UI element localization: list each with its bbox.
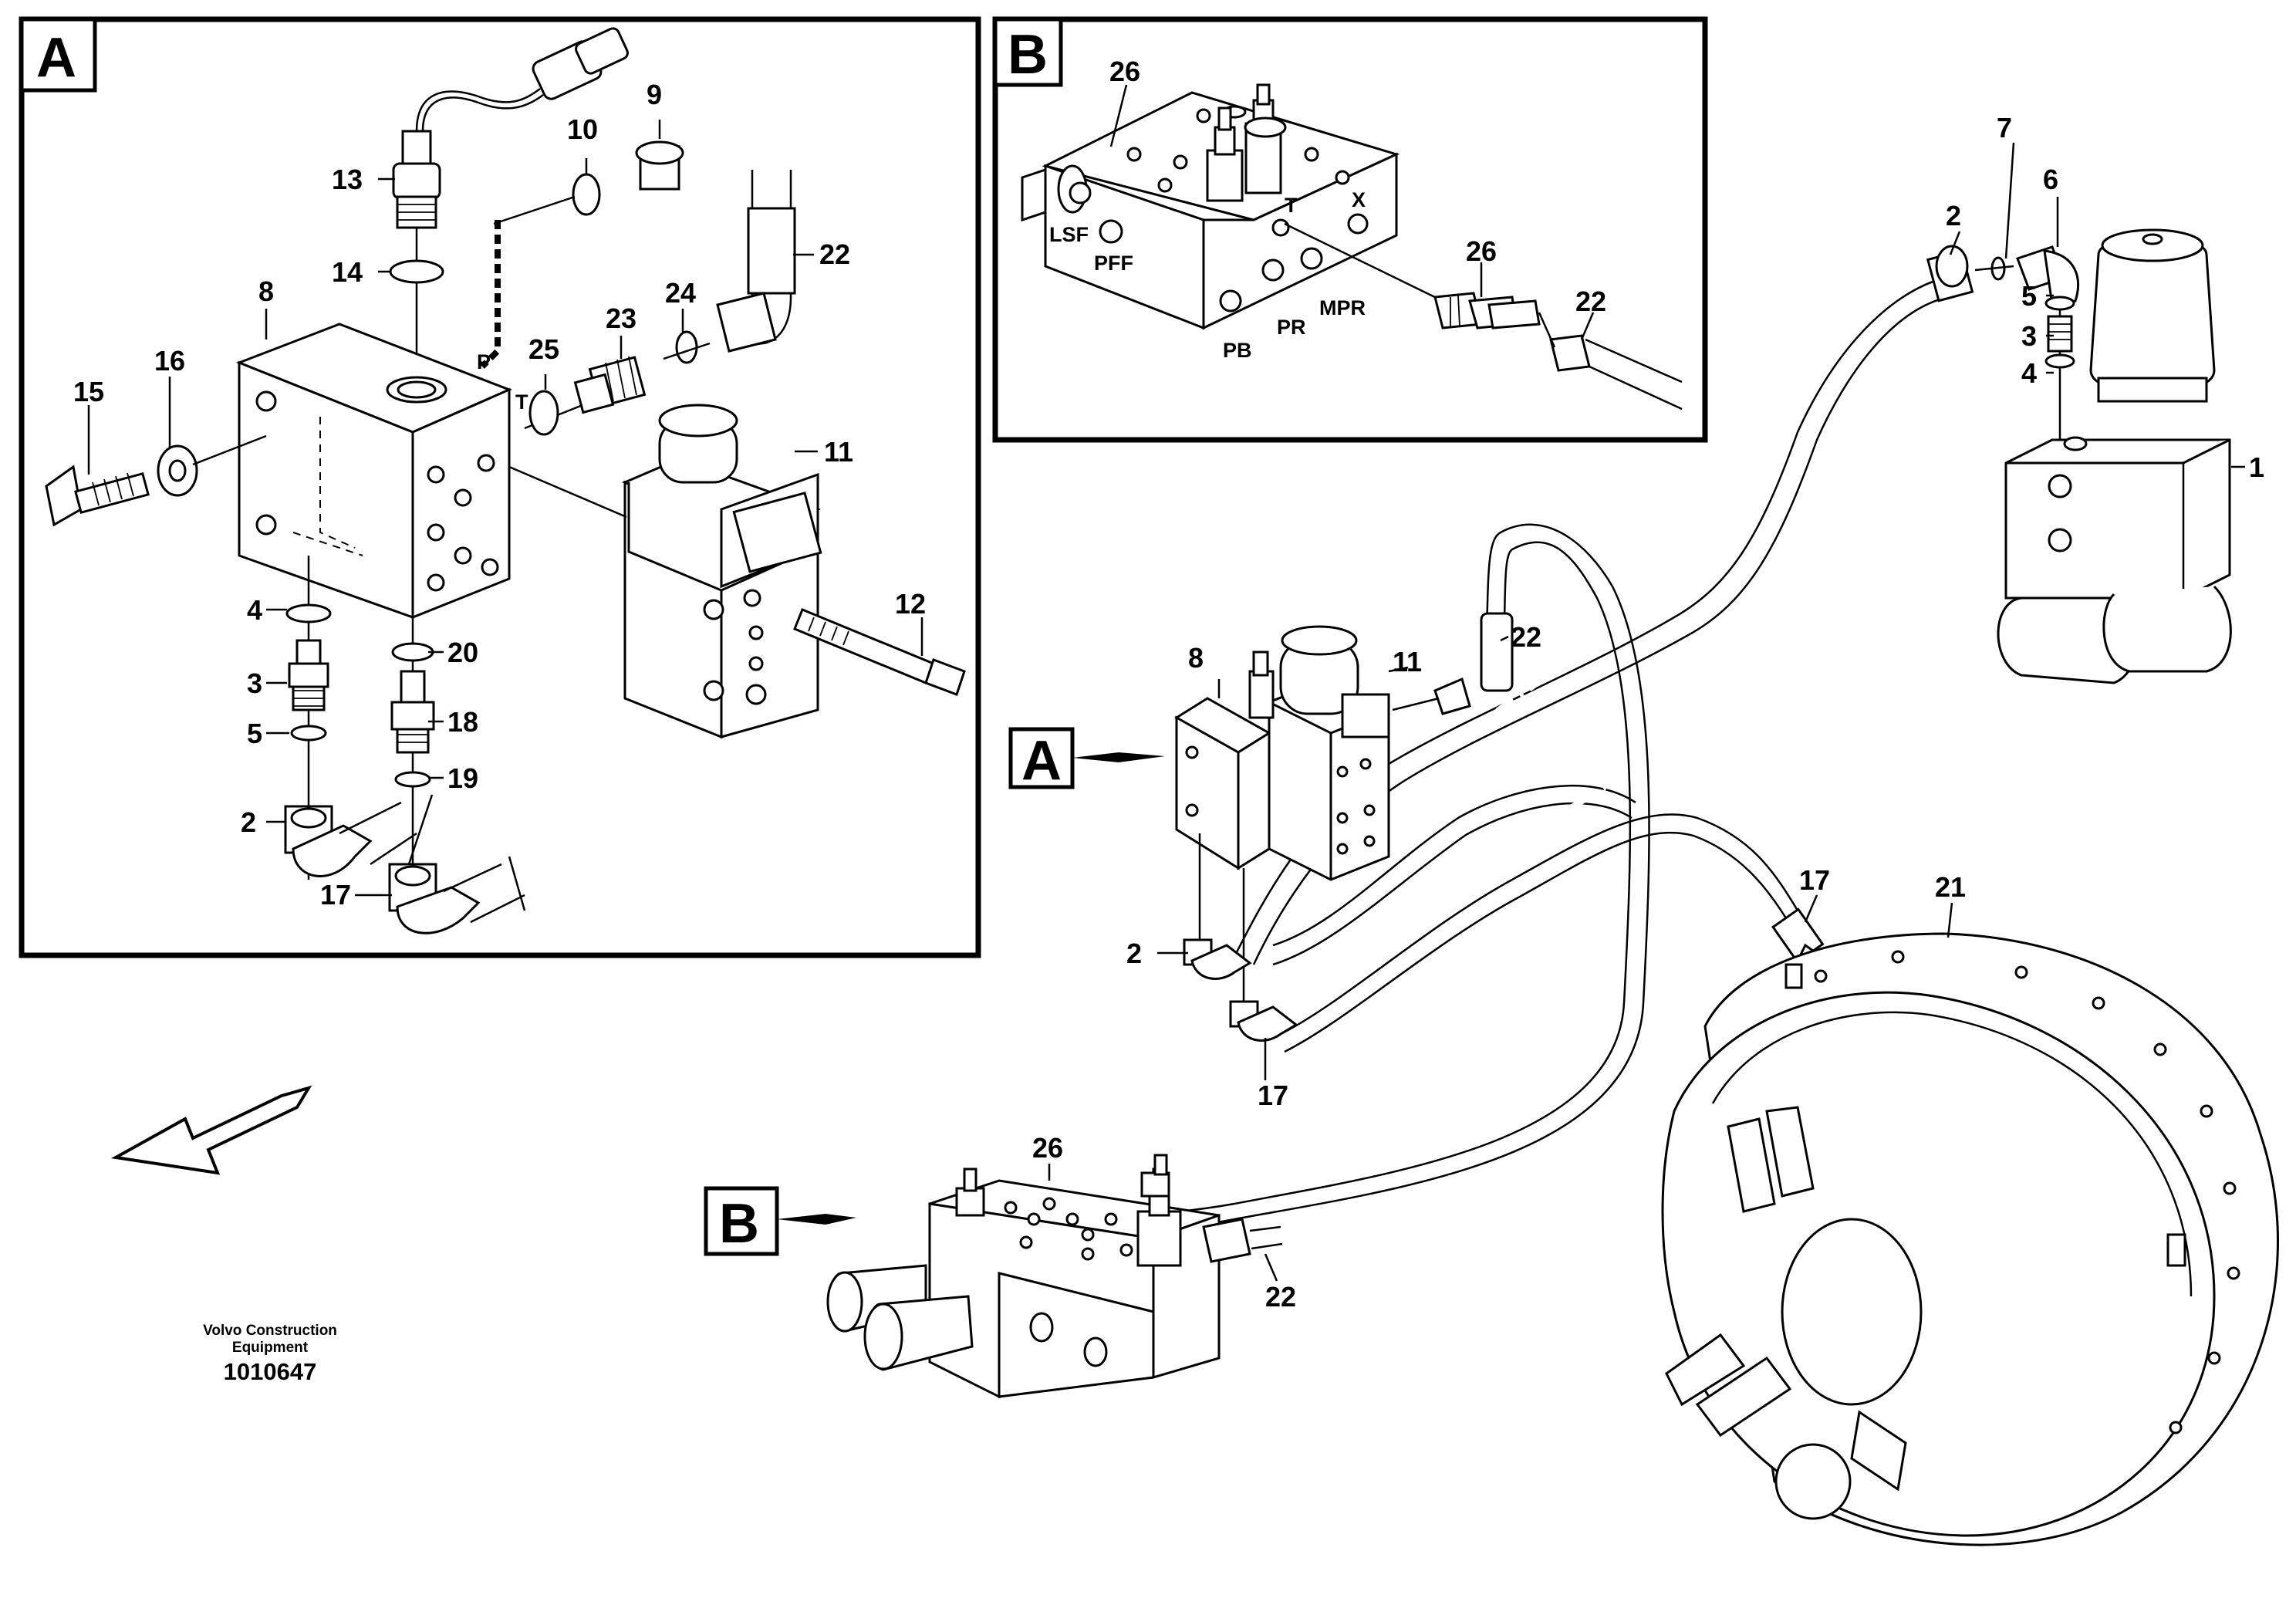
inset-a: A: [19, 16, 981, 958]
tee-fitting-26: [1433, 292, 1541, 329]
label-b-26: 26: [1109, 56, 1140, 87]
label-m-6: 6: [2043, 164, 2058, 195]
label-12: 12: [895, 588, 926, 620]
port-t: T: [515, 390, 528, 414]
accumulator-1: [1997, 228, 2232, 684]
company-line-1: Volvo Construction: [203, 1323, 337, 1339]
label-24: 24: [665, 277, 696, 309]
label-m-2b: 2: [1126, 938, 1142, 969]
marker-b: B: [704, 1186, 856, 1256]
marker-a-letter: A: [1021, 730, 1062, 792]
label-15: 15: [73, 376, 104, 407]
label-m-7: 7: [1997, 112, 2012, 144]
fitting-22-at-11: [1433, 677, 1471, 715]
label-20: 20: [447, 637, 478, 668]
main-assembly: A B 7 6 2 5 3 4 1 22 8 11 2 17 17 21 26 …: [110, 112, 2279, 1546]
inset-a-badge: [19, 17, 97, 93]
valve-block-8: [235, 323, 512, 620]
solenoid-11: [621, 404, 822, 739]
brake-unit-21: [1661, 932, 2279, 1546]
label-m-22: 22: [1511, 621, 1541, 653]
screw-12: [793, 608, 966, 696]
label-5: 5: [247, 718, 262, 749]
label-b-22: 22: [1575, 286, 1606, 317]
inset-a-letter: A: [36, 27, 76, 89]
company-line-2: Equipment: [232, 1340, 309, 1356]
sensor-plug: [415, 27, 629, 132]
hose-22-main: [1002, 523, 1650, 1236]
port-p: P: [477, 350, 491, 373]
port-t-b: T: [1285, 194, 1298, 217]
direction-arrow-icon: [110, 1085, 312, 1175]
port-pff: PFF: [1094, 252, 1133, 275]
drawing-footer: Volvo Construction Equipment 1010647: [203, 1323, 337, 1385]
label-m-26: 26: [1032, 1132, 1063, 1164]
label-17: 17: [320, 879, 351, 911]
label-3: 3: [247, 667, 262, 699]
o-ring-10: [572, 173, 601, 216]
label-m-1: 1: [2249, 451, 2264, 483]
inset-b-letter: B: [1008, 24, 1048, 86]
fitting-23: [573, 356, 647, 414]
o-ring-24: [675, 330, 698, 364]
inset-b-badge: [993, 17, 1063, 87]
port-lsf: LSF: [1049, 223, 1089, 246]
inset-a-frame: [19, 16, 981, 958]
label-m-3: 3: [2021, 320, 2037, 352]
fitting-3: [288, 639, 329, 711]
label-m-17-brake: 17: [1799, 864, 1830, 896]
label-m-11: 11: [1393, 646, 1422, 678]
label-m-5: 5: [2021, 280, 2037, 312]
hose-end-22-block-b: [1202, 1218, 1283, 1263]
port-pr: PR: [1277, 316, 1306, 339]
elbow-2-main: [1183, 938, 1252, 980]
plug-9: [635, 140, 684, 191]
label-10: 10: [567, 113, 598, 145]
label-m-8: 8: [1188, 642, 1204, 674]
label-18: 18: [447, 706, 478, 738]
label-22: 22: [819, 238, 850, 270]
label-b-26-tee: 26: [1466, 235, 1497, 267]
valve-block-a-main: [1174, 625, 1390, 881]
label-m-17: 17: [1258, 1080, 1288, 1111]
label-2: 2: [241, 806, 256, 838]
label-14: 14: [332, 256, 363, 288]
label-25: 25: [528, 333, 559, 365]
inset-b: B: [992, 16, 1708, 443]
label-19: 19: [447, 762, 478, 794]
label-m-4: 4: [2021, 357, 2037, 389]
label-9: 9: [647, 79, 662, 110]
marker-a: A: [1008, 727, 1165, 792]
o-ring-25: [528, 390, 559, 436]
label-m-22-b: 22: [1265, 1281, 1296, 1313]
port-x: X: [1352, 188, 1366, 211]
label-m-21: 21: [1935, 871, 1966, 903]
hose-end-22-inset-b: [1549, 334, 1683, 411]
label-13: 13: [332, 164, 363, 195]
inset-b-frame: [992, 16, 1708, 443]
marker-b-letter: B: [719, 1193, 759, 1255]
elbow-2: [284, 794, 434, 877]
label-16: 16: [154, 345, 185, 377]
pressure-sensor: [392, 130, 441, 229]
valve-block-b-inset: [1021, 83, 1400, 330]
elbow-17: [388, 856, 526, 934]
label-m-2: 2: [1946, 200, 1961, 231]
elbow-6: [2016, 245, 2080, 306]
label-4: 4: [247, 594, 262, 626]
bolt-15: [45, 465, 150, 527]
label-8: 8: [258, 275, 274, 307]
drawing-number: 1010647: [224, 1358, 317, 1385]
elbow-17-main: [1229, 1000, 1298, 1042]
label-23: 23: [606, 302, 636, 334]
hose-22-inset: [716, 170, 796, 353]
fitting-18: [390, 670, 435, 754]
port-pb: PB: [1223, 339, 1252, 362]
o-ring-14: [389, 259, 444, 284]
port-mpr: MPR: [1319, 296, 1366, 319]
valve-block-b-main: [826, 1154, 1221, 1399]
label-11: 11: [824, 436, 853, 468]
